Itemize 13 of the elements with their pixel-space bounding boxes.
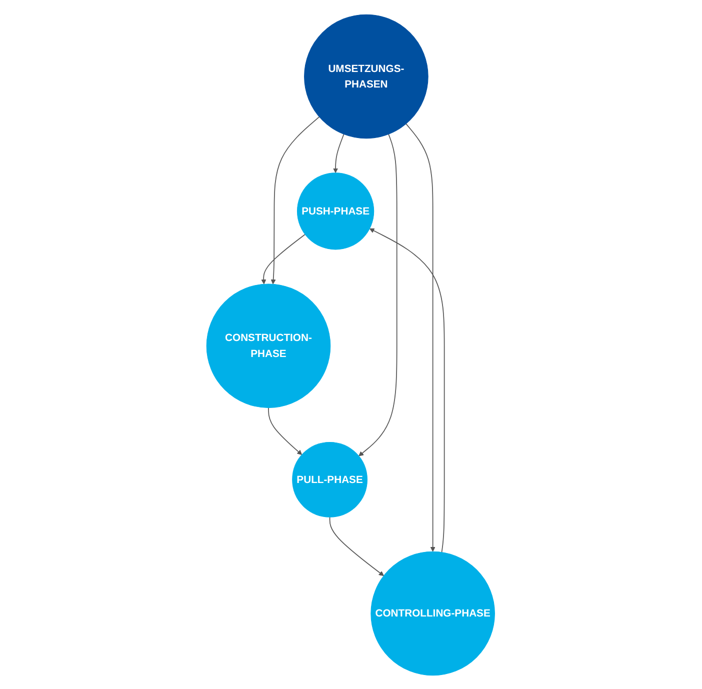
arrow (406, 122, 436, 552)
node-circle: CONSTRUCTION-PHASE (206, 283, 331, 408)
arrow (333, 133, 345, 173)
arrow (330, 516, 384, 576)
node-circle: CONTROLLING-PHASE (371, 550, 496, 676)
node-circle: PULL-PHASE (292, 441, 368, 517)
node-circle: PUSH-PHASE (297, 172, 374, 250)
arrow (268, 406, 302, 455)
arrow (370, 228, 446, 552)
arrow (271, 116, 320, 284)
arrow (261, 233, 306, 284)
arrow (358, 133, 398, 456)
node-circle: UMSETZUNGS-PHASEN (304, 14, 429, 138)
